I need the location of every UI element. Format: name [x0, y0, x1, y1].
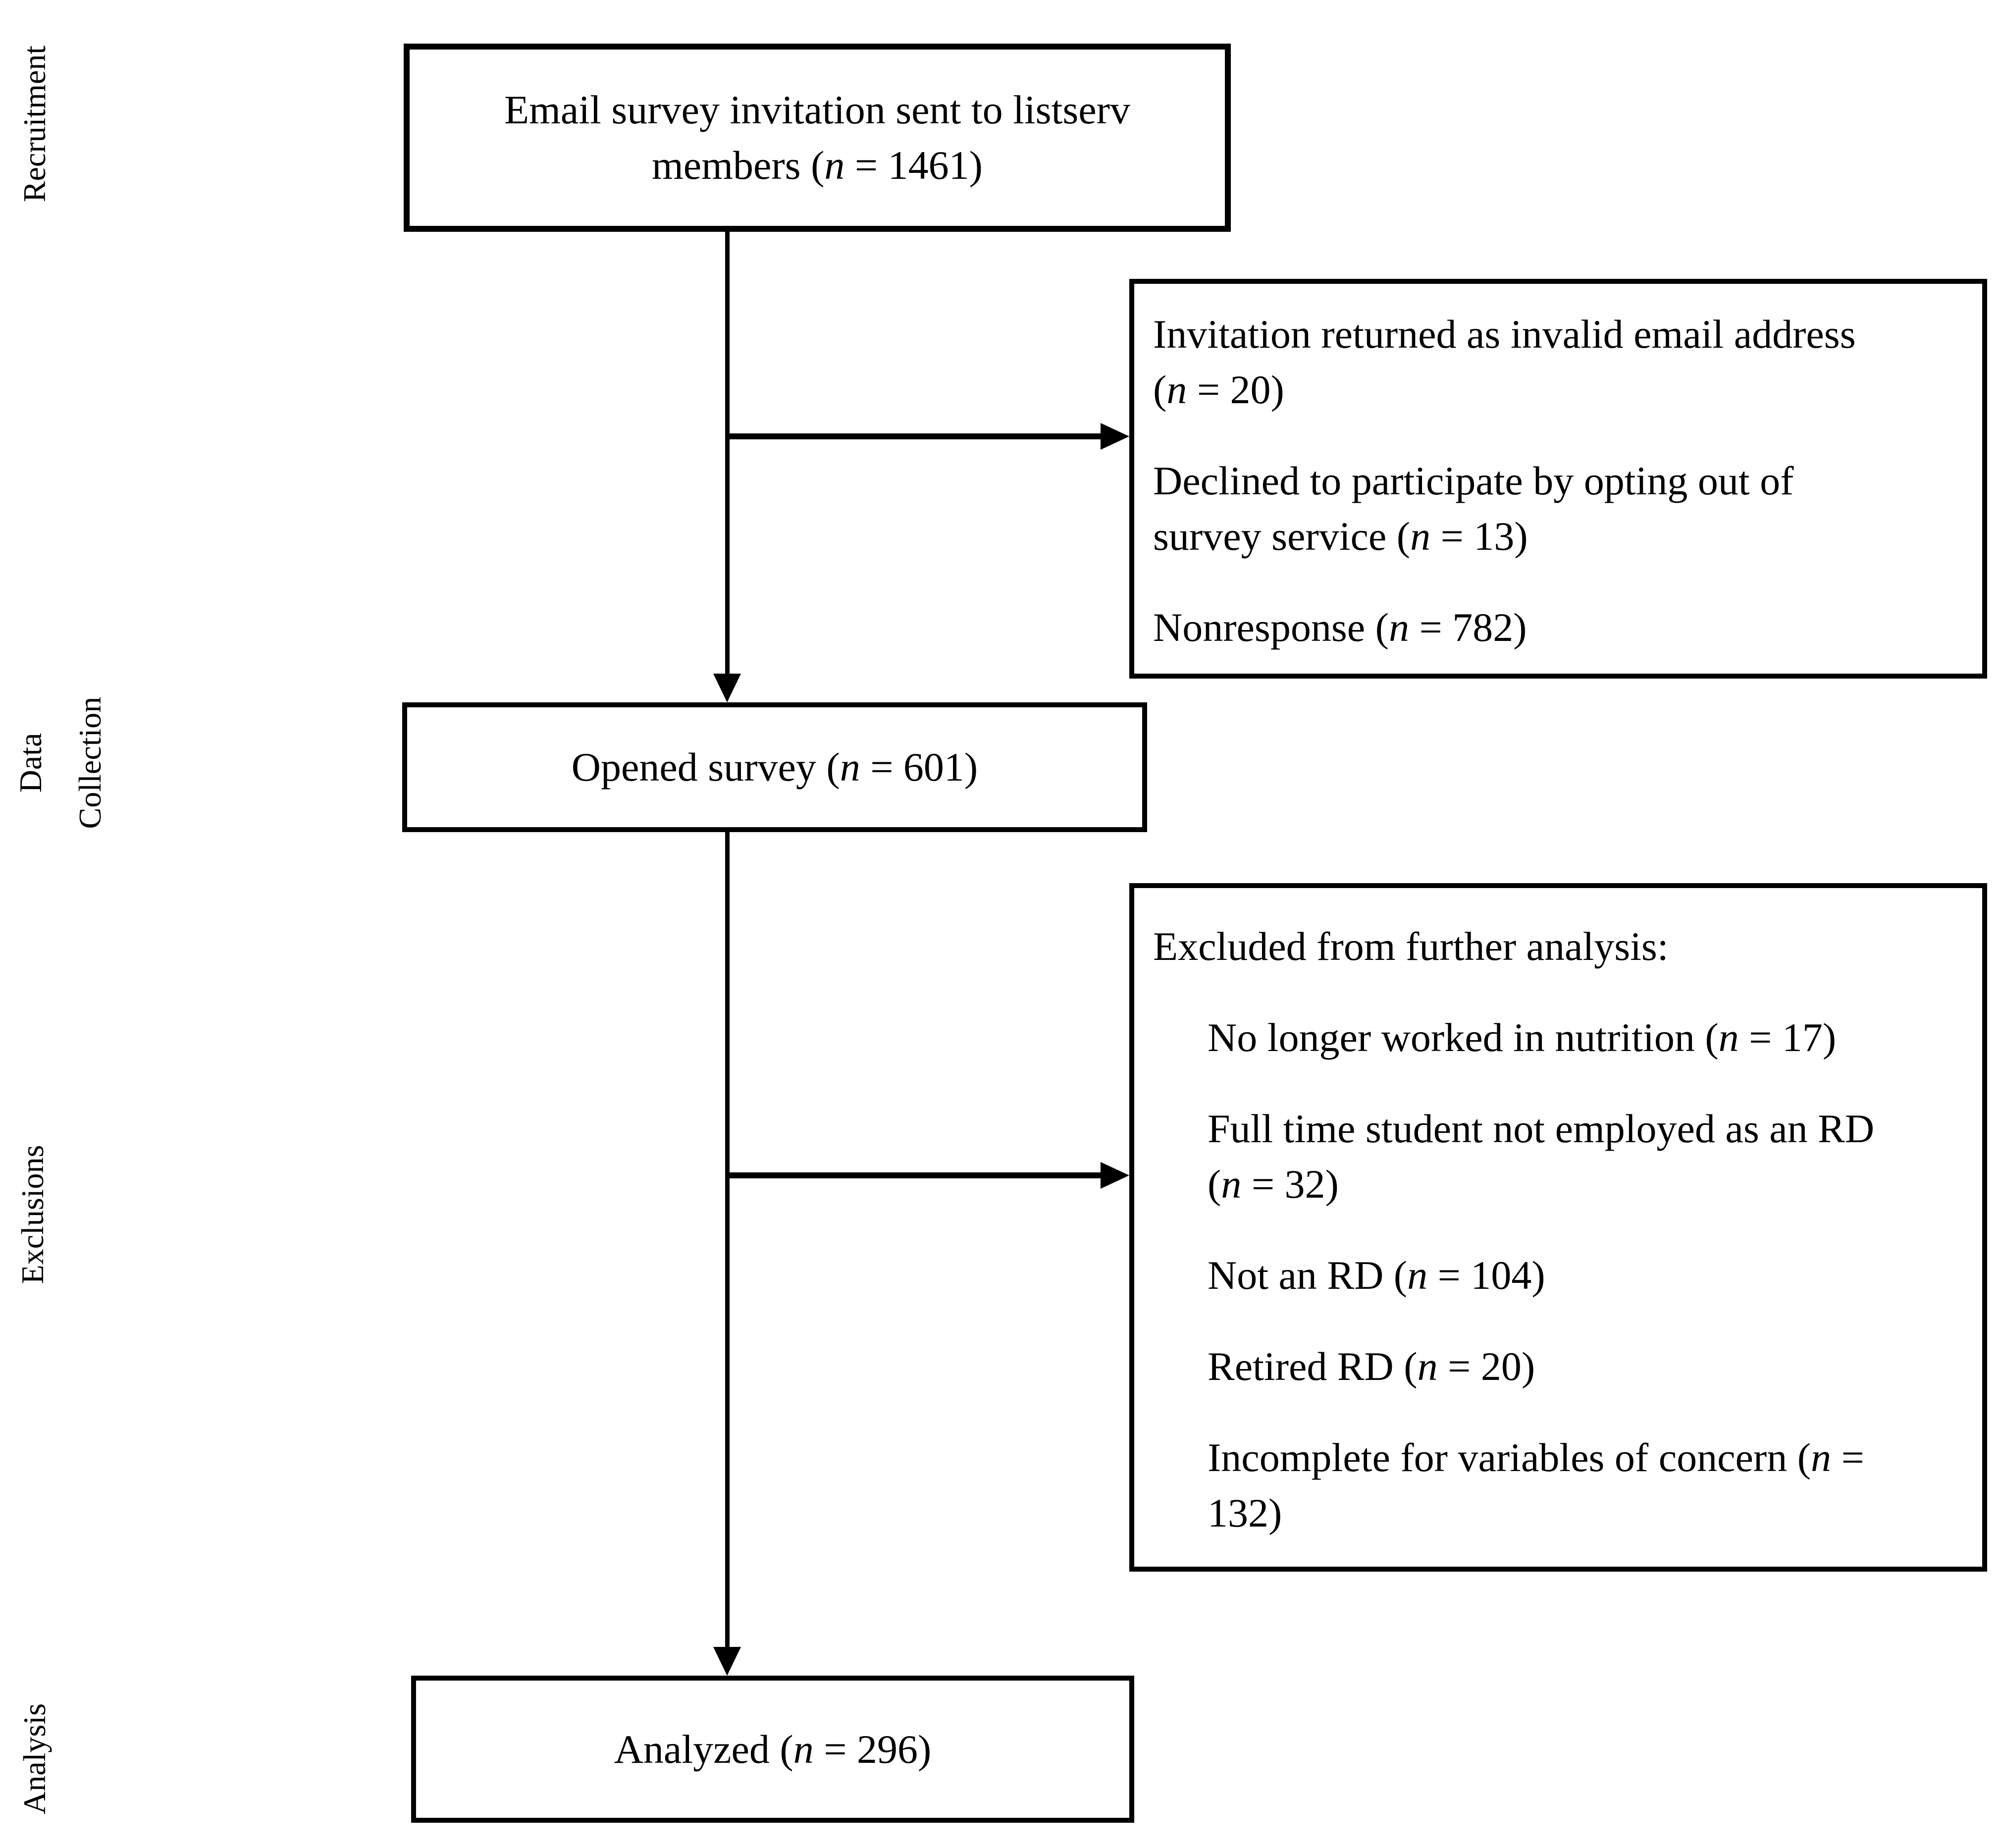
connector-line-invited-to-opened — [725, 232, 730, 674]
text-segment: Incomplete for variables of concern ( — [1208, 1435, 1811, 1480]
text-segment: members ( — [652, 143, 825, 188]
box-analyzed: Analyzed (n = 296) — [411, 1676, 1134, 1823]
text-line: Not an RD (n = 104) — [1153, 1248, 1973, 1303]
connector-line-to-excluded — [727, 1172, 1101, 1178]
italic-n-symbol: n — [1221, 1162, 1242, 1207]
text-line: Email survey invitation sent to listserv — [504, 82, 1130, 138]
text-segment: = 17) — [1739, 1015, 1837, 1060]
text-segment: Excluded from further analysis: — [1153, 924, 1669, 969]
text-segment: Invitation returned as invalid email add… — [1153, 312, 1856, 357]
italic-n-symbol: n — [1410, 514, 1431, 559]
text-segment: = 13) — [1430, 514, 1528, 559]
italic-n-symbol: n — [1811, 1435, 1832, 1480]
text-segment: Email survey invitation sent to listserv — [504, 87, 1130, 132]
italic-n-symbol: n — [840, 744, 860, 790]
text-segment: No longer worked in nutrition ( — [1208, 1015, 1719, 1060]
text-segment: Nonresponse ( — [1153, 605, 1389, 650]
text-line: (n = 32) — [1153, 1157, 1973, 1212]
text-line: Incomplete for variables of concern (n = — [1153, 1430, 1973, 1485]
text-segment: ( — [1208, 1162, 1221, 1207]
arrowhead-down-into-analyzed — [713, 1647, 741, 1676]
text-segment: = 296) — [813, 1726, 932, 1772]
text-segment: Exclusions — [15, 1145, 50, 1284]
italic-n-symbol: n — [1718, 1015, 1739, 1060]
text-line: Nonresponse (n = 782) — [1153, 600, 1973, 655]
text-segment: Analysis — [17, 1703, 52, 1814]
text-line: survey service (n = 13) — [1153, 509, 1973, 564]
stage-label-exclusions: Exclusions — [3, 1145, 62, 1284]
arrowhead-right-into-excluded — [1101, 1162, 1129, 1189]
text-line: Recruitment — [5, 46, 64, 202]
stage-label-data-collection: Data Collection — [1, 697, 120, 829]
text-line: Retired RD (n = 20) — [1153, 1339, 1973, 1394]
text-line: members (n = 1461) — [652, 138, 983, 193]
italic-n-symbol: n — [1407, 1253, 1428, 1298]
italic-n-symbol: n — [1417, 1344, 1438, 1389]
stage-label-analysis: Analysis — [5, 1703, 64, 1814]
text-line: Declined to participate by opting out of — [1153, 453, 1973, 509]
text-line: 132) — [1153, 1485, 1973, 1541]
box-excluded-from-analysis: Excluded from further analysis: No longer… — [1129, 883, 1987, 1572]
text-segment: = — [1831, 1435, 1864, 1480]
text-segment: = 1461) — [844, 143, 983, 188]
text-segment: ( — [1153, 367, 1167, 412]
text-segment: = 104) — [1427, 1253, 1545, 1298]
arrowhead-right-into-returned — [1101, 423, 1129, 450]
italic-n-symbol: n — [1388, 605, 1409, 650]
text-line: Opened survey (n = 601) — [572, 739, 978, 795]
text-line: Exclusions — [3, 1145, 62, 1284]
box-email-invitation-sent: Email survey invitation sent to listserv… — [404, 44, 1231, 232]
connector-line-to-returned — [727, 433, 1101, 439]
text-line: Analyzed (n = 296) — [614, 1722, 932, 1777]
arrowhead-down-into-opened — [713, 674, 741, 702]
italic-n-symbol: n — [824, 143, 845, 188]
box-invitation-returned-declined-nonresponse: Invitation returned as invalid email add… — [1129, 279, 1987, 679]
text-segment: Collection — [72, 696, 107, 829]
text-segment: = 20) — [1187, 367, 1284, 412]
italic-n-symbol: n — [1166, 367, 1187, 412]
text-line: Data — [1, 697, 60, 829]
text-segment: = 32) — [1241, 1162, 1339, 1207]
connector-line-opened-to-analyzed — [725, 832, 730, 1647]
text-line: Collection — [60, 697, 120, 829]
text-segment: = 601) — [860, 744, 978, 790]
text-line: (n = 20) — [1153, 362, 1973, 418]
text-segment: Not an RD ( — [1208, 1253, 1408, 1298]
stage-label-recruitment: Recruitment — [5, 46, 64, 202]
text-segment: 132) — [1208, 1490, 1282, 1535]
box-opened-survey: Opened survey (n = 601) — [402, 702, 1147, 832]
text-line: No longer worked in nutrition (n = 17) — [1153, 1010, 1973, 1065]
text-line: Excluded from further analysis: — [1153, 919, 1973, 974]
text-segment: Recruitment — [17, 45, 52, 203]
text-segment: survey service ( — [1153, 514, 1411, 559]
text-segment: Analyzed ( — [614, 1726, 793, 1772]
text-segment: Declined to participate by opting out of — [1153, 458, 1794, 503]
text-segment: = 20) — [1437, 1344, 1535, 1389]
text-segment: = 782) — [1409, 605, 1527, 650]
text-segment: Data — [13, 733, 48, 793]
text-segment: Full time student not employed as an RD — [1208, 1106, 1875, 1151]
text-segment: Opened survey ( — [571, 744, 840, 790]
italic-n-symbol: n — [793, 1726, 814, 1772]
text-line: Full time student not employed as an RD — [1153, 1101, 1973, 1157]
text-line: Invitation returned as invalid email add… — [1153, 307, 1973, 362]
text-segment: Retired RD ( — [1208, 1344, 1418, 1389]
text-line: Analysis — [5, 1703, 64, 1814]
